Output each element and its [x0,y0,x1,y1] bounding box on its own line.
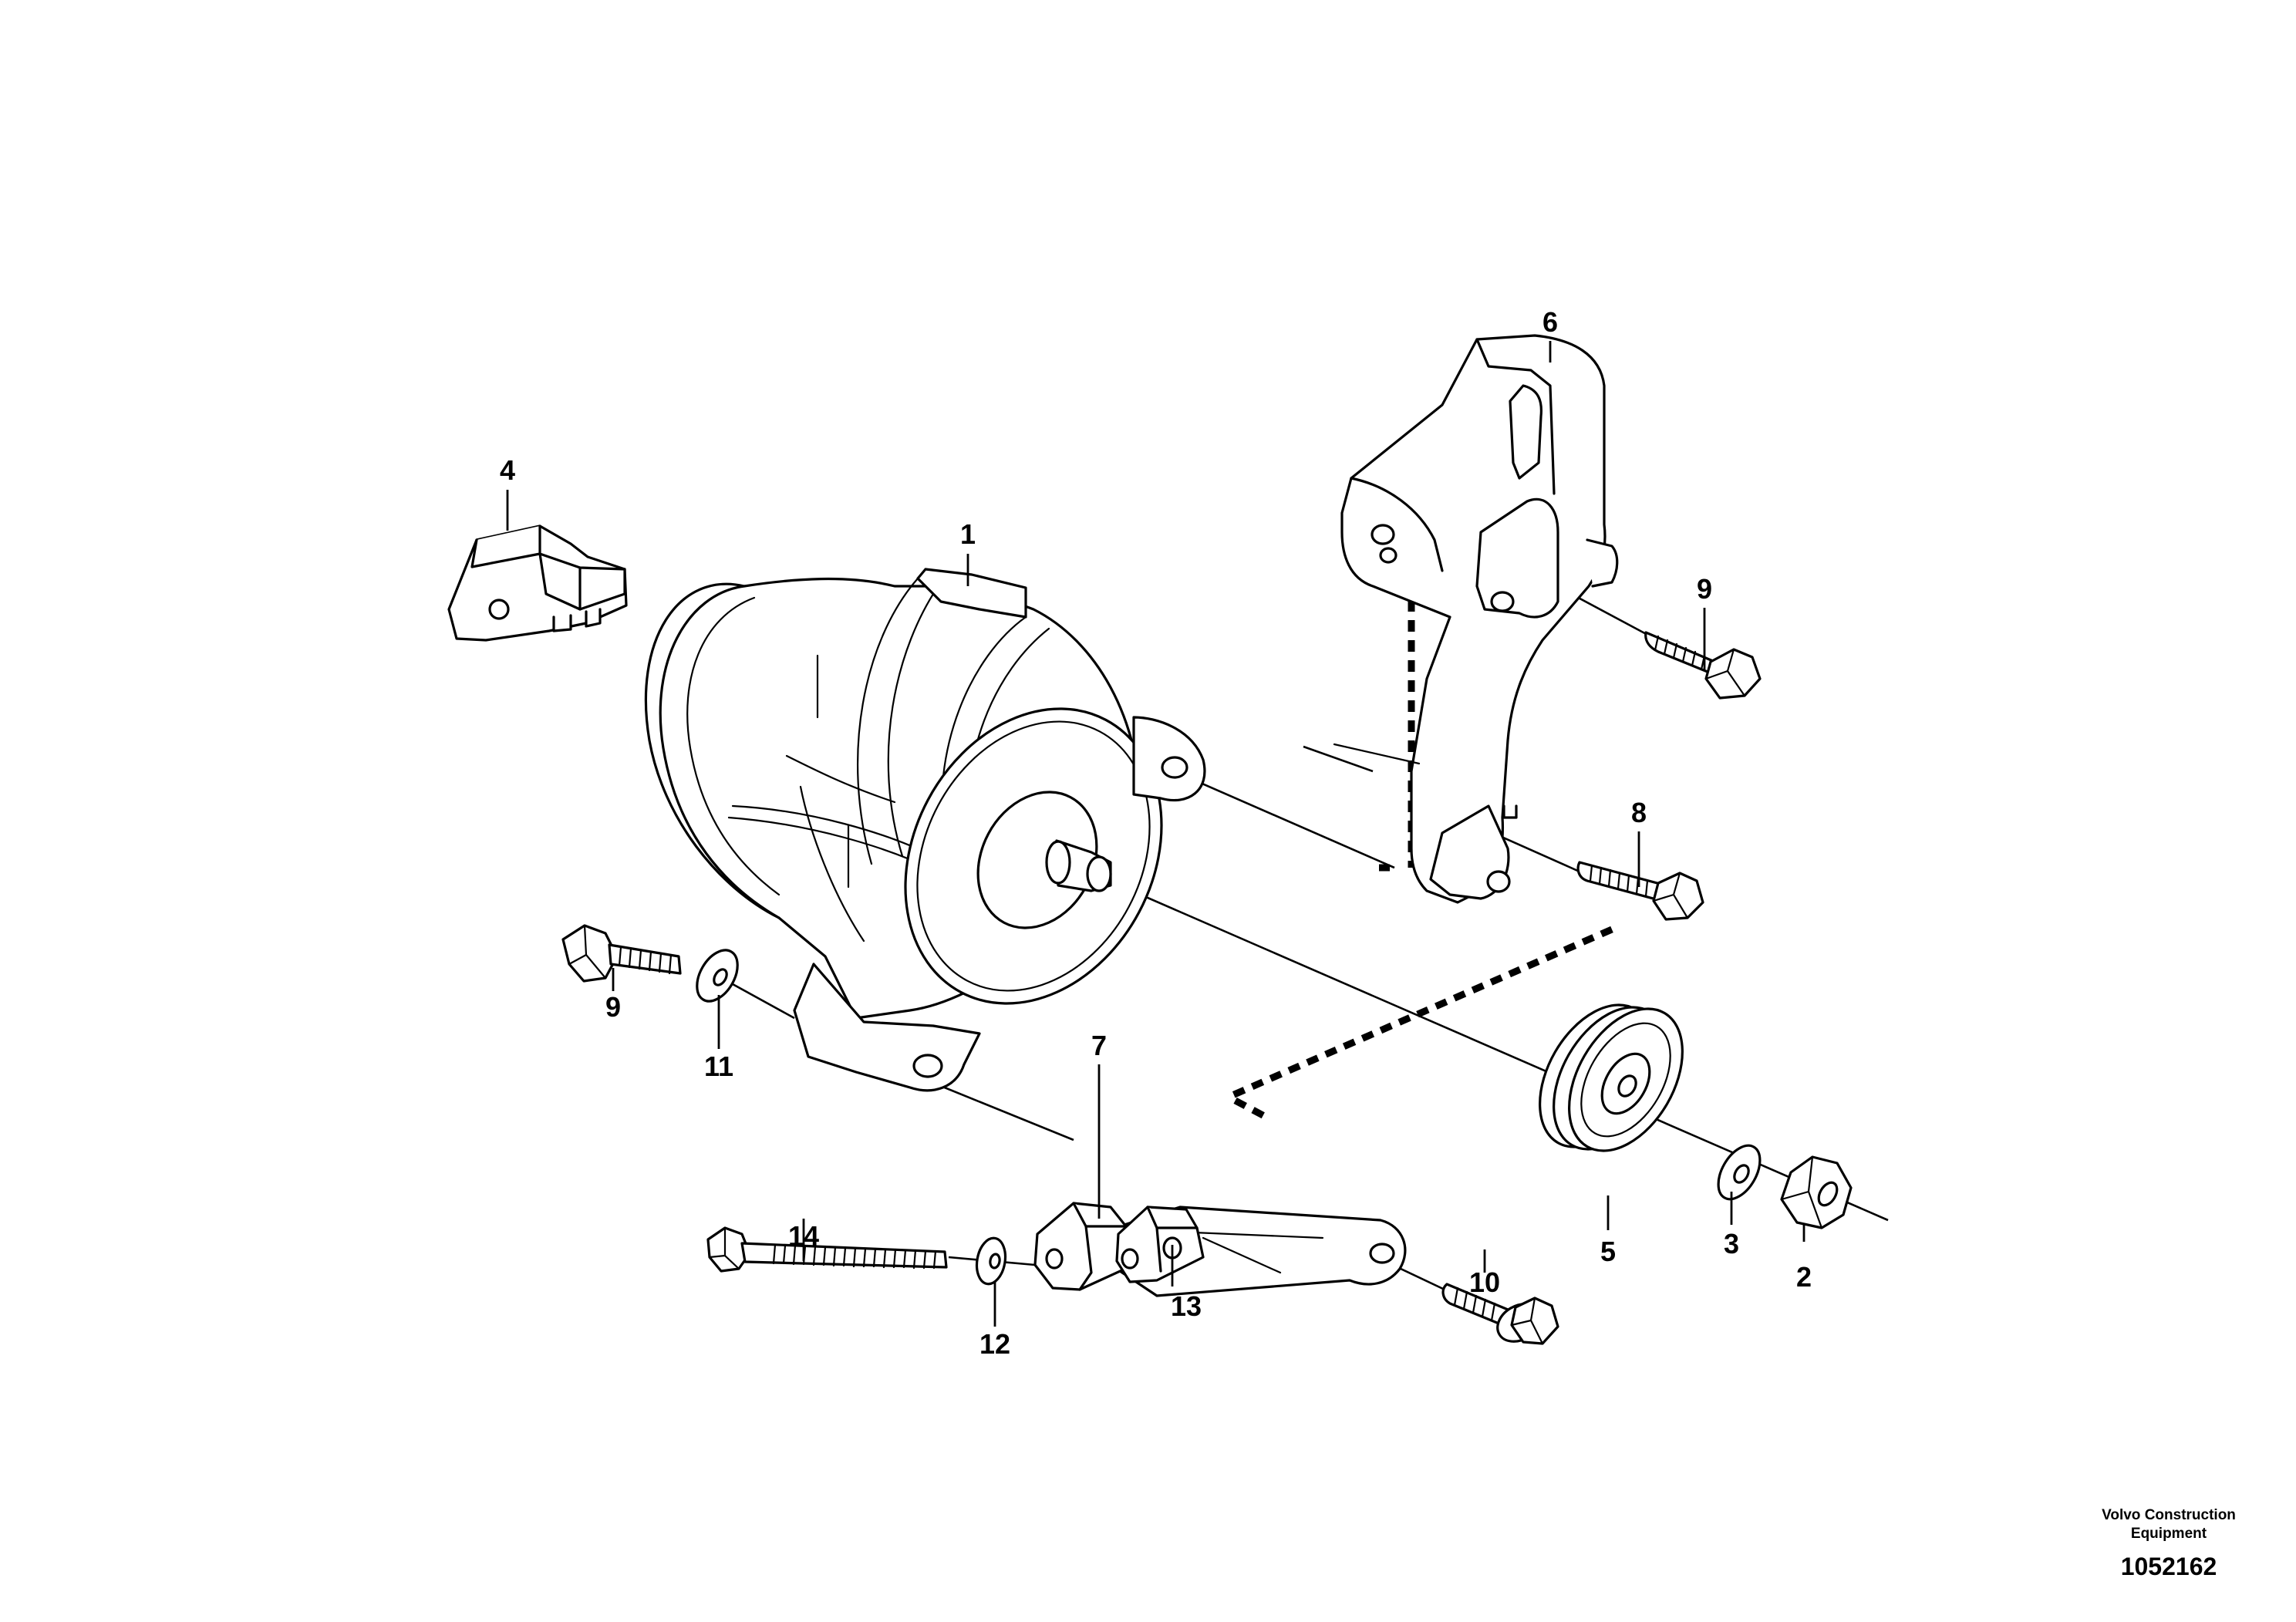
washer-11 [696,949,739,1003]
callout-9-lower: 9 [605,991,621,1023]
callout-14: 14 [788,1220,819,1252]
pulley [1539,1003,1684,1152]
callout-4: 4 [500,454,515,486]
callout-12: 12 [979,1328,1010,1360]
callout-8: 8 [1631,797,1647,828]
alternator [644,568,1206,1092]
clamp-blocks [1033,1202,1205,1291]
drawing-number: 1052162 [2121,1553,2217,1580]
callout-3: 3 [1724,1228,1739,1259]
callout-leaders [506,341,1805,1327]
company-name-line2: Equipment [2131,1526,2207,1542]
flange-bolt [1441,1283,1559,1345]
hex-bolt-8 [1576,861,1704,921]
callout-13: 13 [1171,1290,1202,1322]
drawing-footer: Volvo Construction Equipment 1052162 [2102,1507,2236,1580]
long-bolt [706,1226,948,1273]
callout-5: 5 [1600,1236,1616,1267]
washer-12 [975,1236,1007,1286]
callout-1: 1 [960,518,976,550]
voltage-regulator [447,524,628,642]
tensioner-bracket [1333,334,1619,904]
hex-bolt-lower [561,924,682,983]
callout-numbers: 1 2 3 4 5 6 7 8 9 9 10 11 12 13 14 [500,306,1812,1360]
callout-7: 7 [1091,1030,1107,1061]
hex-bolt-upper [1644,631,1762,700]
callout-10: 10 [1469,1266,1500,1298]
callout-2: 2 [1796,1261,1812,1293]
hex-nut [1780,1155,1853,1229]
company-name-line1: Volvo Construction [2102,1507,2236,1523]
washer-3 [1717,1144,1762,1201]
callout-11: 11 [704,1050,733,1082]
callout-9-upper: 9 [1697,573,1712,605]
callout-6: 6 [1542,306,1558,338]
